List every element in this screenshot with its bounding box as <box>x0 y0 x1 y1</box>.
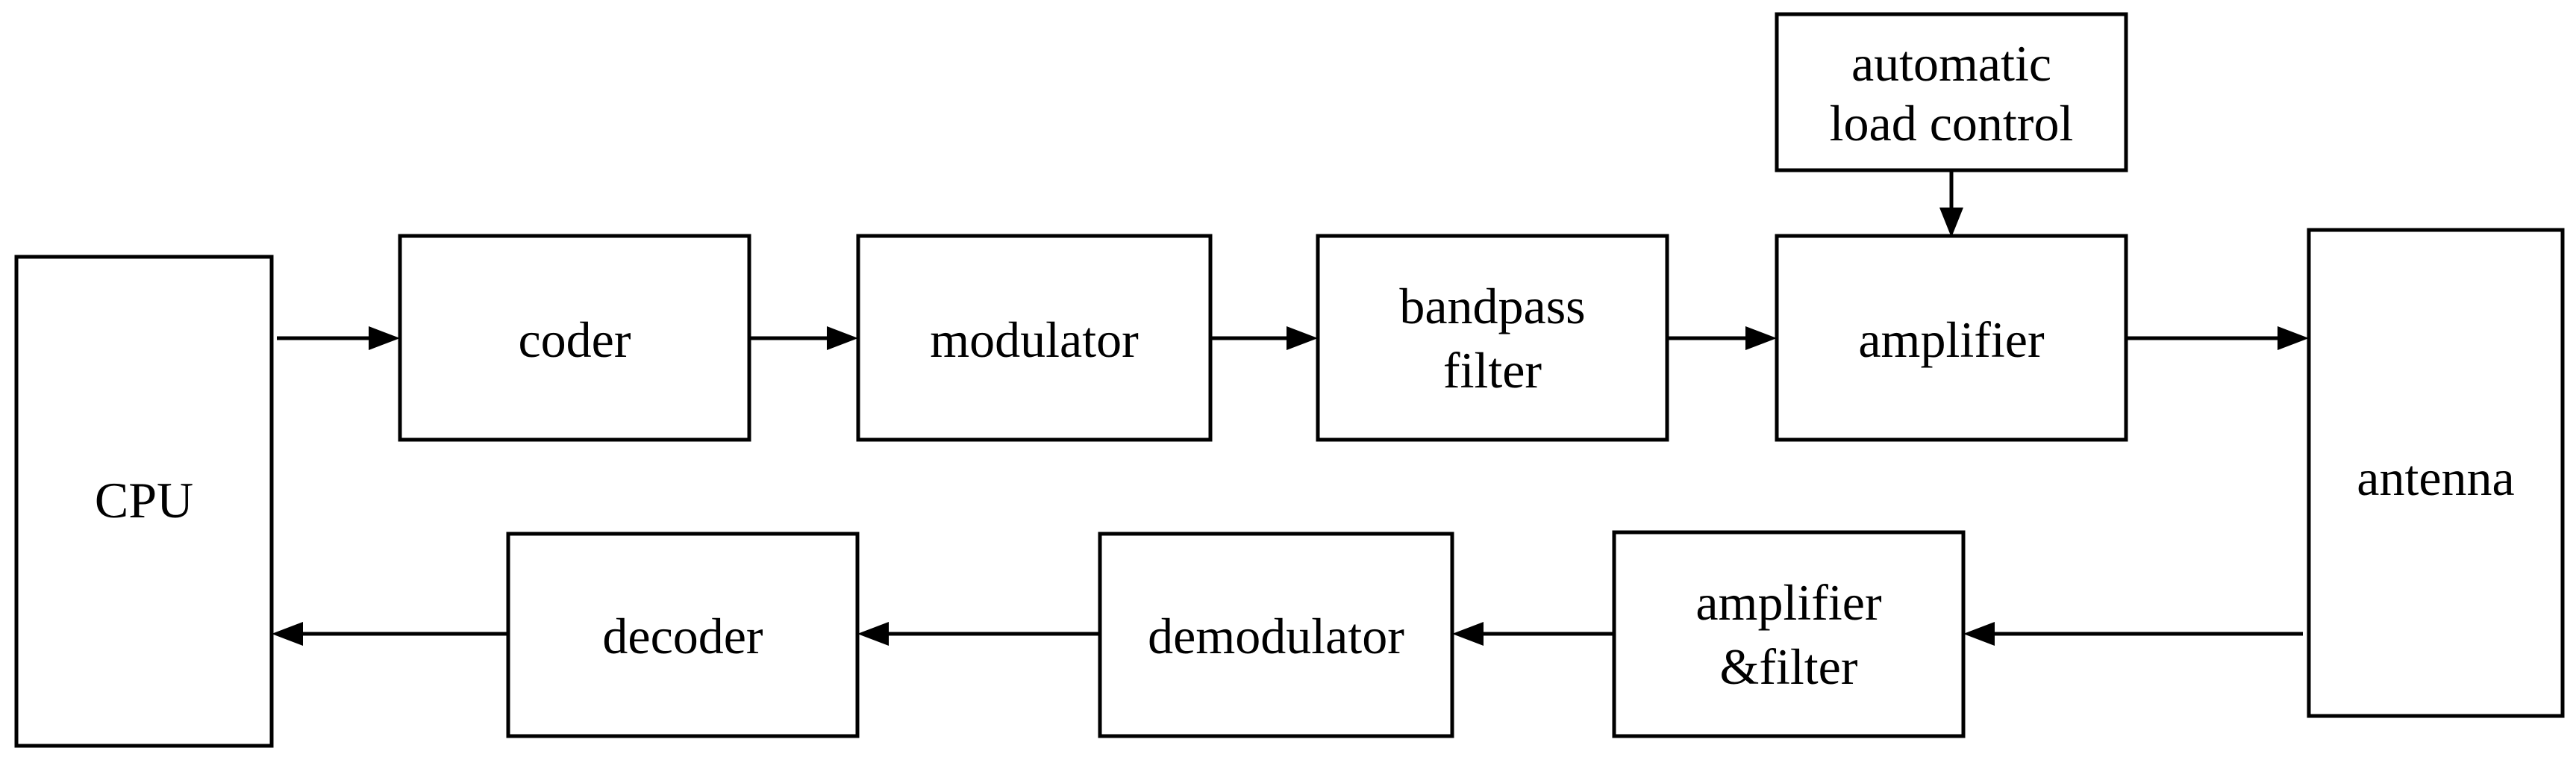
arrow-cpu-to-coder <box>277 326 400 350</box>
decoder-block: decoder <box>506 532 860 738</box>
bandpass-filter-block: bandpass filter <box>1316 234 1669 442</box>
decoder-label: decoder <box>602 608 763 664</box>
arrowhead-into-coder <box>369 326 400 350</box>
modulator-label: modulator <box>930 311 1139 368</box>
arrow-bandpass-filter-to-amplifier <box>1667 326 1777 350</box>
arrow-amplifier-to-antenna <box>2126 326 2309 350</box>
arrow-amplifier-filter-to-demodulator <box>1452 622 1614 646</box>
arrowhead-into-bandpass-filter <box>1287 326 1318 350</box>
bandpass-filter-box <box>1316 234 1669 442</box>
automatic-load-control-block: automatic load control <box>1775 12 2128 172</box>
modulator-box <box>856 234 1213 442</box>
cpu-box <box>14 255 274 748</box>
amplifier-block: amplifier <box>1775 234 2128 442</box>
arrow-decoder-to-cpu <box>272 622 508 646</box>
arrow-coder-to-modulator <box>749 326 858 350</box>
automatic-load-control-label-line-2: load control <box>1830 95 2074 152</box>
arrowhead-into-cpu <box>272 622 303 646</box>
arrowhead-into-modulator <box>827 326 858 350</box>
coder-block: coder <box>398 234 751 442</box>
demodulator-block: demodulator <box>1098 532 1454 738</box>
automatic-load-control-label-line-1: automatic <box>1851 35 2051 92</box>
arrowhead-into-antenna <box>2278 326 2309 350</box>
amplifier-box <box>1775 234 2128 442</box>
cpu-block: CPU <box>14 255 274 748</box>
automatic-load-control-box <box>1775 12 2128 172</box>
amplifier-filter-box <box>1612 530 1966 738</box>
arrow-load-control-to-amplifier <box>1939 170 1963 237</box>
amplifier-filter-label-line-2: &filter <box>1719 638 1857 695</box>
amplifier-filter-block: amplifier &filter <box>1612 530 1966 738</box>
antenna-block: antenna <box>2307 228 2565 718</box>
arrow-demodulator-to-decoder <box>857 622 1100 646</box>
cpu-label: CPU <box>95 472 193 529</box>
arrowhead-into-amplifier <box>1745 326 1777 350</box>
arrowhead-into-amplifier-filter <box>1963 622 1995 646</box>
antenna-box <box>2307 228 2565 718</box>
amplifier-filter-label-line-1: amplifier <box>1695 574 1882 631</box>
arrow-antenna-to-amplifier-filter <box>1963 622 2303 646</box>
coder-label: coder <box>518 311 631 368</box>
modulator-block: modulator <box>856 234 1213 442</box>
bandpass-filter-label-line-2: filter <box>1443 342 1542 399</box>
antenna-label: antenna <box>2357 449 2514 506</box>
decoder-box <box>506 532 860 738</box>
coder-box <box>398 234 751 442</box>
arrowhead-into-amplifier-top <box>1939 208 1963 237</box>
amplifier-label: amplifier <box>1858 311 2045 368</box>
demodulator-label: demodulator <box>1148 608 1404 664</box>
bandpass-filter-label-line-1: bandpass <box>1399 278 1585 334</box>
arrow-modulator-to-bandpass-filter <box>1210 326 1318 350</box>
arrowhead-into-decoder <box>857 622 889 646</box>
arrowhead-into-demodulator <box>1452 622 1484 646</box>
